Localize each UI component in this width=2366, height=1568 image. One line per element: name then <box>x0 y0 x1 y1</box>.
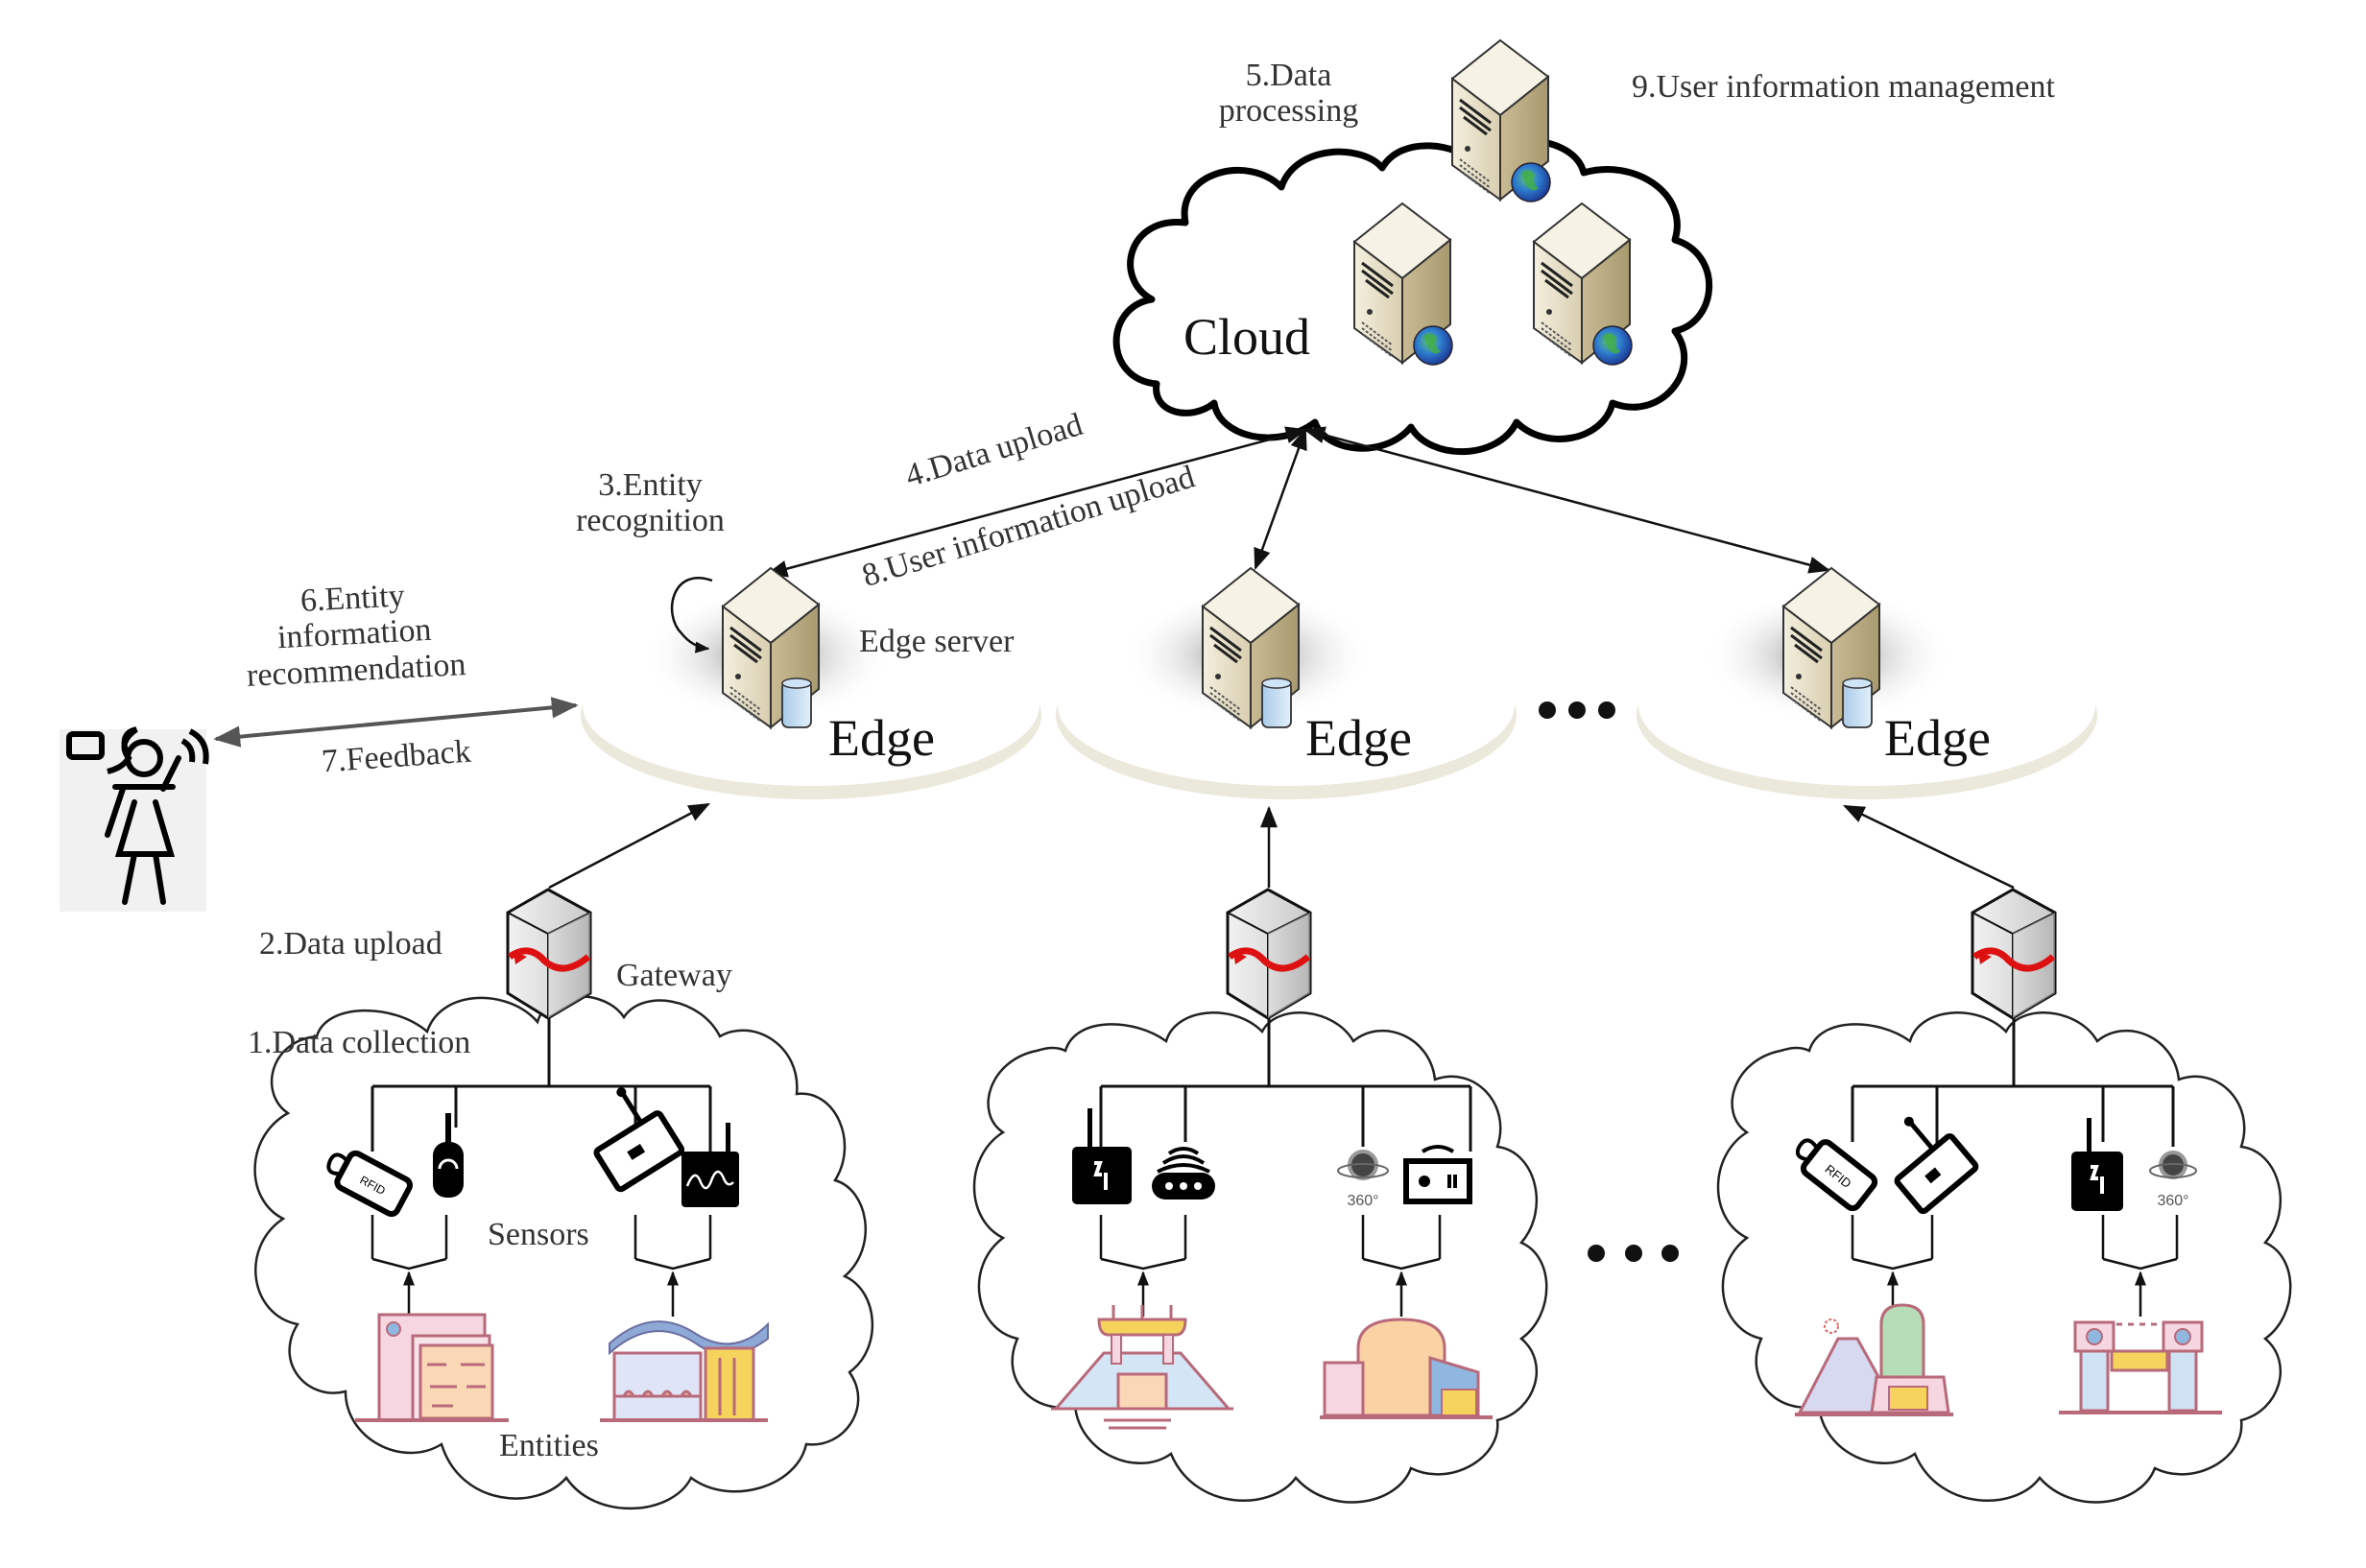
step-5-label: 5.Data processing <box>1200 58 1377 130</box>
wifi-router-icon[interactable] <box>1152 1147 1215 1200</box>
entity-sensor-arrows <box>370 1215 2179 1317</box>
step-3-line-1: 3.Entity <box>598 467 703 503</box>
step-3-line-2: recognition <box>576 503 725 539</box>
entity-arch-gate-icon[interactable] <box>2059 1320 2222 1414</box>
edge-label-1: Edge <box>828 709 935 767</box>
cluster-ellipsis-dots <box>1588 1245 1679 1262</box>
user-figure[interactable] <box>60 726 209 912</box>
edge-node-3[interactable] <box>1637 566 2097 799</box>
gateway-label: Gateway <box>616 958 732 993</box>
wireless-sensor-icon[interactable] <box>1072 1108 1132 1204</box>
entities-label: Entities <box>499 1428 599 1463</box>
signal-waves-icon <box>180 728 209 765</box>
step-2-label: 2.Data upload <box>259 926 442 962</box>
link-user-edge <box>213 697 579 748</box>
speech-bubble-icon <box>66 731 105 760</box>
entity-dome-building-icon[interactable] <box>1320 1318 1493 1419</box>
entity-mountain-monument-icon[interactable] <box>1795 1303 1953 1416</box>
link-cloud-edge-3 <box>1302 426 1831 574</box>
self-loop-arrow-icon <box>670 577 713 653</box>
rfid-tag-icon[interactable]: RFID <box>322 1144 413 1218</box>
entity-temple-gate-icon[interactable] <box>1051 1305 1233 1430</box>
camera-caption: 360° <box>2157 1193 2188 1209</box>
sensor-bus-lines <box>370 1018 2175 1152</box>
entity-wave-roof-building-icon[interactable] <box>600 1320 769 1422</box>
edge-label-3: Edge <box>1884 709 1991 767</box>
user-link <box>213 697 579 748</box>
edge-ellipsis-dots <box>1539 701 1615 719</box>
wireless-transmitter-icon[interactable] <box>573 1077 685 1193</box>
camera-caption: 360° <box>1347 1193 1378 1209</box>
step-5-line-1: 5.Data <box>1245 58 1332 93</box>
step-9-label: 9.User information management <box>1632 69 2055 105</box>
signal-sensor-icon[interactable] <box>681 1123 739 1207</box>
step-5-line-2: processing <box>1218 93 1359 130</box>
edge-server-icon <box>1203 566 1301 727</box>
gauge-sensor-icon[interactable] <box>433 1113 464 1198</box>
cloud-edge-links <box>765 426 1831 578</box>
gateway-icon-3[interactable] <box>1972 890 2055 1018</box>
edge-server-label: Edge server <box>859 624 1015 659</box>
step-6-label: 6.Entity information recommendation <box>242 575 466 694</box>
step-3-label: 3.Entity recognition <box>557 467 744 539</box>
entity-building-a-icon[interactable] <box>355 1313 509 1422</box>
gateway-links <box>548 802 2015 890</box>
edge-server-icon <box>1783 566 1881 727</box>
edge-server-icon <box>723 566 821 727</box>
gateway-icon-1[interactable] <box>508 890 590 1018</box>
radio-device-icon[interactable] <box>1403 1145 1472 1204</box>
step-1-label: 1.Data collection <box>248 1025 471 1060</box>
gateway-icon-2[interactable] <box>1228 890 1310 1018</box>
wireless-transmitter-icon[interactable] <box>1869 1103 1979 1215</box>
360-camera-icon[interactable]: 360° <box>1337 1150 1389 1209</box>
link-cloud-edge-2 <box>1254 427 1307 571</box>
edge-node-1[interactable] <box>581 566 1041 799</box>
cloud-label: Cloud <box>1183 308 1311 366</box>
360-camera-icon[interactable]: 360° <box>2149 1151 2197 1209</box>
link-cloud-edge-1 <box>765 426 1308 578</box>
wireless-sensor-icon[interactable] <box>2071 1118 2123 1211</box>
edge-label-2: Edge <box>1305 709 1412 767</box>
rfid-tag-icon[interactable]: RFID <box>1788 1129 1878 1212</box>
edge-node-2[interactable] <box>1056 566 1517 799</box>
sensors-label: Sensors <box>488 1217 589 1252</box>
